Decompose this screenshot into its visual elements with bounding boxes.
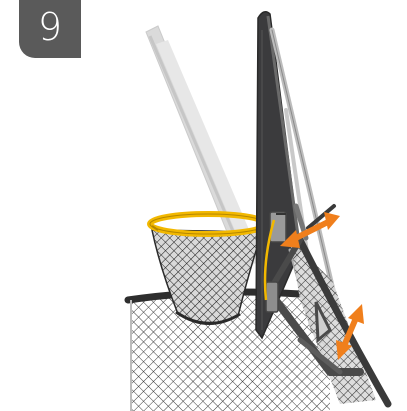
basketball-rim bbox=[150, 214, 266, 234]
